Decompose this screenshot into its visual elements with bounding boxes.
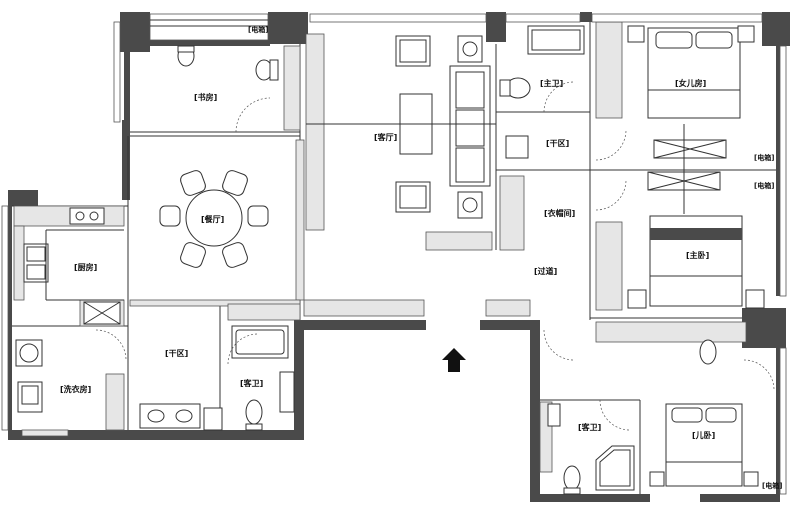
left-bath-area <box>139 325 295 431</box>
label-dry-area-right: [干区] <box>546 139 569 148</box>
label-laundry: [洗衣房] <box>60 384 91 394</box>
daughter-bed <box>595 25 755 161</box>
label-dry-area-left: [干区] <box>165 349 188 358</box>
son-bed <box>649 359 775 487</box>
label-kitchen: [厨房] <box>74 262 97 272</box>
label-elec-bottom: [电箱] <box>762 481 782 490</box>
label-living: [客厅] <box>374 132 397 142</box>
kitchen <box>23 207 124 325</box>
study-room <box>177 45 279 133</box>
label-dining: [餐厅] <box>201 214 224 224</box>
label-master-bedroom: [主卧] <box>686 250 709 260</box>
label-elec-top: [电箱] <box>248 25 268 34</box>
cabinets <box>13 21 747 473</box>
label-son-room: [儿卧] <box>692 430 715 440</box>
label-daughter-room: [女儿房] <box>675 78 706 88</box>
label-walk-in-closet: [衣帽间] <box>544 208 575 218</box>
dining-table-set <box>159 170 269 268</box>
laundry-room <box>15 329 127 413</box>
label-corridor: [过道] <box>534 266 557 276</box>
label-elec-right-1: [电箱] <box>754 153 774 162</box>
label-master-bath: [主卫] <box>540 78 563 88</box>
right-guest-bath <box>547 399 635 495</box>
master-bath <box>499 25 585 159</box>
entrance-arrow-icon <box>442 348 466 372</box>
label-study: [书房] <box>194 92 217 102</box>
windows <box>1 13 787 495</box>
living-room <box>306 35 496 219</box>
master-bed <box>595 124 765 309</box>
label-guest-bath-left: [客卫] <box>240 378 263 388</box>
outer-walls <box>8 12 790 502</box>
label-guest-bath-right: [客卫] <box>578 422 601 432</box>
corridor <box>543 329 717 365</box>
label-elec-right-2: [电箱] <box>754 181 774 190</box>
